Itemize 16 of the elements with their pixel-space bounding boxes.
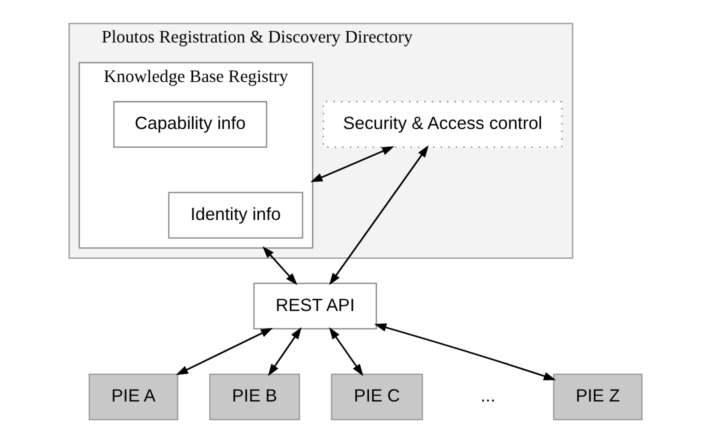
- arrow: [268, 327, 302, 376]
- node-box: Security & Access control: [322, 101, 562, 148]
- node-box: Identity info: [168, 192, 304, 239]
- arrow: [262, 246, 298, 286]
- node-box: PIE Z: [553, 374, 643, 420]
- node-box: PIE C: [330, 374, 424, 420]
- arrow: [329, 327, 364, 376]
- arrow: [310, 146, 394, 182]
- node-box: Capability info: [113, 101, 268, 148]
- arrow: [329, 145, 429, 286]
- arrow: [176, 328, 273, 376]
- label: ...: [480, 386, 496, 406]
- node-box: PIE B: [209, 374, 300, 420]
- arrow: [374, 323, 556, 380]
- node-box: REST API: [253, 282, 377, 330]
- node-box: PIE A: [88, 374, 178, 420]
